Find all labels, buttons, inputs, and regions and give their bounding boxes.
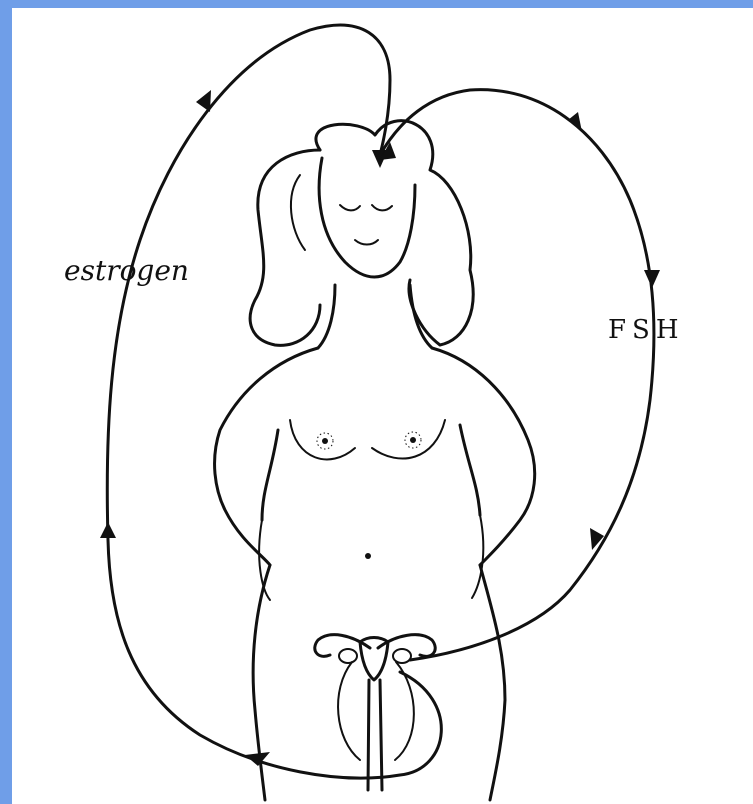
face-outline	[319, 158, 415, 277]
right-hip	[480, 565, 505, 800]
neck-right	[410, 285, 432, 348]
right-nipple	[405, 432, 421, 448]
right-ovary	[393, 649, 411, 663]
uterus-loop-left	[338, 662, 360, 760]
estrogen-label: estrogen	[64, 254, 189, 287]
estrogen-arrow-lower	[100, 522, 116, 538]
left-nipple	[317, 433, 333, 449]
left-inner-arm	[262, 430, 278, 520]
right-hand	[472, 515, 483, 598]
woman-figure	[215, 121, 535, 800]
right-breast	[372, 420, 445, 459]
fsh-arrow-middle	[644, 270, 660, 288]
fsh-arrow-lower	[590, 528, 604, 550]
left-ovary	[339, 649, 357, 663]
mouth	[355, 240, 378, 245]
left-eye	[340, 205, 360, 210]
neck-left	[318, 285, 335, 348]
cervix-vagina	[368, 680, 382, 790]
navel	[365, 553, 371, 559]
hair-left	[250, 150, 320, 345]
right-inner-arm	[460, 425, 480, 515]
fsh-label: FSH	[608, 315, 685, 345]
left-shoulder-arm	[215, 348, 318, 565]
feedback-arrows	[100, 25, 660, 778]
fsh-pathway	[380, 90, 654, 660]
estrogen-arrow-upper	[196, 90, 211, 112]
hair-curl	[291, 175, 305, 250]
right-eye	[372, 205, 392, 210]
